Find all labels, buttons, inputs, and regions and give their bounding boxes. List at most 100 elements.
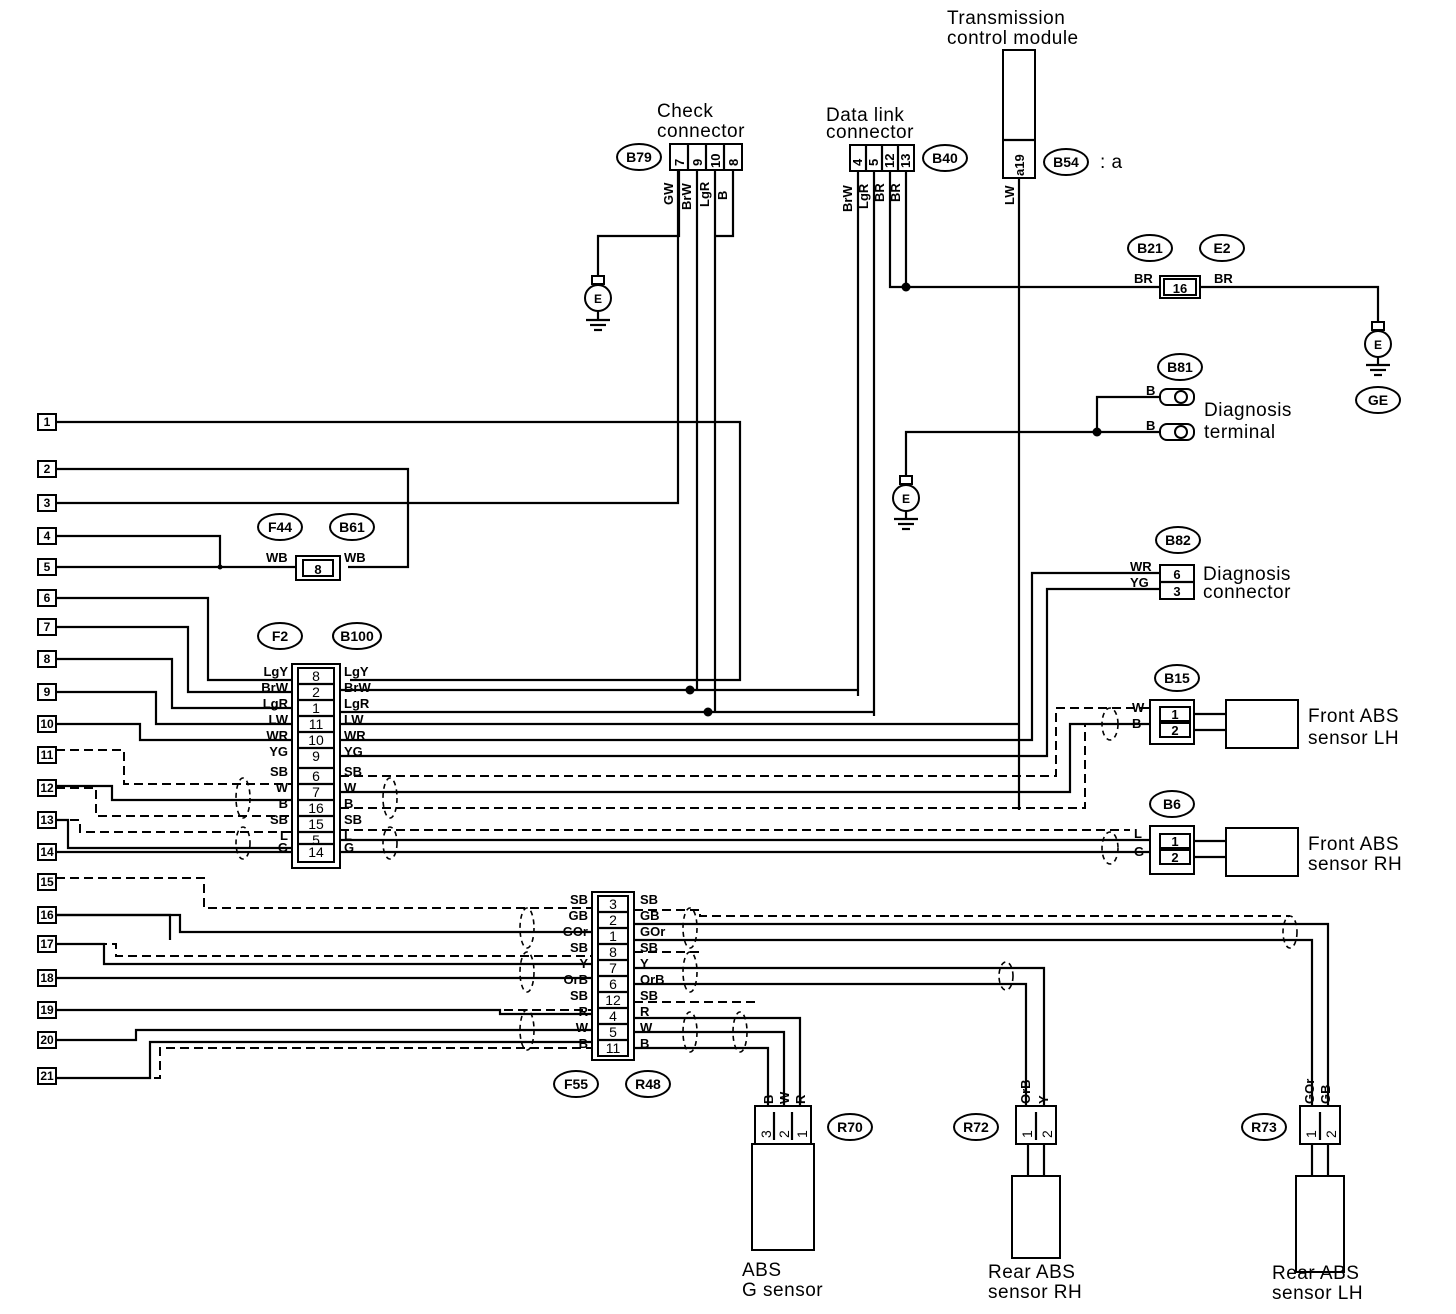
svg-text:12: 12 bbox=[40, 781, 54, 795]
dlc-pin-2: 5 bbox=[866, 159, 881, 166]
b6-connector: 1 2 L G bbox=[1134, 825, 1195, 875]
f2-wire-left-4: LW bbox=[269, 712, 289, 727]
front-abs-sensor-lh bbox=[1225, 699, 1299, 749]
r48-wire-right-10: B bbox=[640, 1036, 649, 1051]
check-wire-4: B bbox=[715, 191, 730, 200]
tcm-label-line2: control module bbox=[947, 28, 1079, 49]
r72-wire-1: OrB bbox=[1018, 1079, 1033, 1104]
diag-connector-line1: Diagnosis bbox=[1203, 564, 1291, 585]
r48-tag: R48 bbox=[625, 1070, 671, 1098]
svg-text:1: 1 bbox=[1019, 1130, 1035, 1138]
r48-wire-right-8: R bbox=[640, 1004, 650, 1019]
f2-wire-left-5: WR bbox=[266, 728, 288, 743]
svg-text:E2: E2 bbox=[1213, 240, 1230, 256]
terminal-8: 8 bbox=[37, 650, 57, 668]
svg-text:17: 17 bbox=[40, 937, 54, 951]
dlc-wire-4: BR bbox=[888, 183, 903, 202]
svg-text:10: 10 bbox=[40, 717, 54, 731]
svg-text:9: 9 bbox=[44, 685, 51, 699]
terminal-3: 3 bbox=[37, 494, 57, 512]
f2-pin-9: 16 bbox=[308, 800, 324, 816]
svg-text:B54: B54 bbox=[1053, 154, 1079, 170]
r73-wire-2: GB bbox=[1318, 1085, 1333, 1105]
f2-wire-left-12: G bbox=[278, 840, 288, 855]
b15-wire-2: B bbox=[1132, 716, 1141, 731]
f55-wire-left-10: B bbox=[579, 1036, 588, 1051]
terminal-16: 16 bbox=[37, 906, 57, 924]
terminal-2: 2 bbox=[37, 460, 57, 478]
terminal-20: 20 bbox=[37, 1031, 57, 1049]
g-sensor-line2: G sensor bbox=[742, 1280, 823, 1301]
tcm-label-line1: Transmission bbox=[947, 8, 1065, 29]
svg-text:2: 2 bbox=[1323, 1130, 1339, 1138]
terminal-17: 17 bbox=[37, 935, 57, 953]
svg-text:19: 19 bbox=[40, 1003, 54, 1017]
data-link-connector: Data link connector 4 5 12 13 BrW LgR BR… bbox=[826, 105, 915, 212]
dlc-pin-1: 4 bbox=[850, 158, 865, 166]
r48-wire-right-2: GB bbox=[640, 908, 660, 923]
svg-text:R73: R73 bbox=[1251, 1119, 1277, 1135]
r48-wire-right-3: GOr bbox=[640, 924, 665, 939]
svg-text:B61: B61 bbox=[339, 519, 365, 535]
terminal-11: 11 bbox=[37, 746, 57, 764]
f55-pin-10: 11 bbox=[606, 1040, 621, 1056]
b6-wire-2: G bbox=[1134, 844, 1144, 859]
b61-wire-right: WB bbox=[344, 550, 366, 565]
b100-wire-right-9: B bbox=[344, 796, 353, 811]
transmission-control-module: Transmission control module a19 LW bbox=[947, 8, 1079, 810]
check-connector: Check connector 7 9 10 8 GW BrW LgR B bbox=[657, 101, 745, 210]
b61-connector: 8 WB WB bbox=[266, 550, 366, 581]
svg-text:GE: GE bbox=[1368, 392, 1388, 408]
svg-text:2: 2 bbox=[1171, 723, 1178, 738]
dlc-label-line2: connector bbox=[826, 122, 914, 143]
svg-text:6: 6 bbox=[1173, 567, 1180, 582]
svg-text:1: 1 bbox=[1171, 834, 1178, 849]
svg-text:8: 8 bbox=[44, 652, 51, 666]
check-label-line1: Check bbox=[657, 101, 713, 122]
f55-wire-left-9: W bbox=[576, 1020, 589, 1035]
f2-wire-left-6: YG bbox=[269, 744, 288, 759]
terminal-13: 13 bbox=[37, 811, 57, 829]
svg-text:B40: B40 bbox=[932, 150, 958, 166]
r73-tag: R73 bbox=[1241, 1113, 1287, 1141]
b100-wire-right-12: G bbox=[344, 840, 354, 855]
f2-wire-left-1: LgY bbox=[263, 664, 288, 679]
svg-text:16: 16 bbox=[40, 908, 54, 922]
svg-text:6: 6 bbox=[44, 591, 51, 605]
terminal-10: 10 bbox=[37, 715, 57, 733]
terminal-18: 18 bbox=[37, 969, 57, 987]
f55-tag: F55 bbox=[553, 1070, 599, 1098]
f2-wire-left-3: LgR bbox=[263, 696, 289, 711]
svg-text:B100: B100 bbox=[340, 628, 374, 644]
svg-text:20: 20 bbox=[40, 1033, 54, 1047]
f2-pin-7: 6 bbox=[312, 768, 320, 784]
terminal-12: 12 bbox=[37, 779, 57, 797]
f2-pin-5: 10 bbox=[308, 732, 324, 748]
f2-pin-11: 5 bbox=[312, 832, 320, 848]
diagnosis-connector: 6 3 WR YG Diagnosis connector bbox=[1130, 559, 1291, 603]
b15-wire-1: W bbox=[1132, 700, 1145, 715]
rear-rh-line1: Rear ABS bbox=[988, 1262, 1075, 1283]
f2-pin-12: 14 bbox=[308, 844, 324, 860]
f55-wire-left-7: SB bbox=[570, 988, 588, 1003]
f55-wire-left-2: GB bbox=[569, 908, 589, 923]
dlc-wire-1: BrW bbox=[840, 185, 855, 212]
svg-text:15: 15 bbox=[40, 875, 54, 889]
f55-pin-5: 7 bbox=[609, 960, 617, 976]
svg-text:2: 2 bbox=[776, 1130, 792, 1138]
svg-text:E: E bbox=[902, 492, 910, 506]
rear-lh-line1: Rear ABS bbox=[1272, 1263, 1359, 1284]
diag-terminal-line1: Diagnosis bbox=[1204, 400, 1292, 421]
svg-text:7: 7 bbox=[44, 620, 51, 634]
b81-wire-2: B bbox=[1146, 418, 1155, 433]
svg-text:3: 3 bbox=[758, 1130, 774, 1138]
f44-tag: F44 bbox=[257, 513, 303, 541]
svg-text:5: 5 bbox=[44, 560, 51, 574]
f55-pin-2: 2 bbox=[609, 912, 617, 928]
diag-terminal-line2: terminal bbox=[1204, 422, 1276, 443]
svg-text:F55: F55 bbox=[564, 1076, 588, 1092]
b21-wire-right: BR bbox=[1214, 271, 1233, 286]
svg-text:B82: B82 bbox=[1165, 532, 1191, 548]
f55-wire-left-4: SB bbox=[570, 940, 588, 955]
